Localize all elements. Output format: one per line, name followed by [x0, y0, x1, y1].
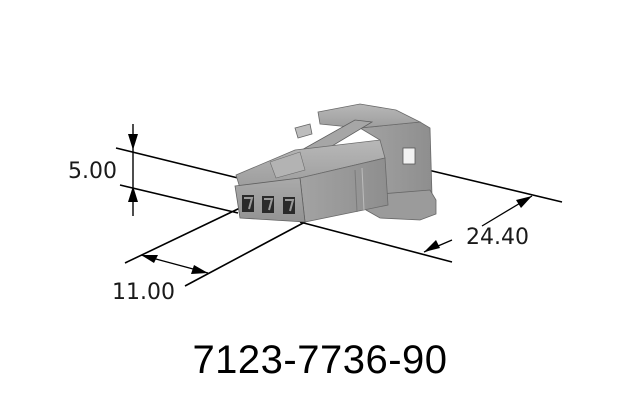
arrow-up-right-icon — [516, 196, 532, 208]
dimension-width: 11.00 — [112, 207, 306, 305]
arrow-down-icon — [128, 134, 138, 150]
dimension-height: 5.00 — [68, 124, 239, 216]
arrow-left-icon — [141, 255, 158, 263]
connector-housing — [234, 103, 437, 223]
arrow-right-icon — [191, 265, 208, 274]
pin-cavity-2 — [262, 196, 274, 213]
arrow-down-left-icon — [424, 240, 440, 252]
arrow-up-icon — [128, 186, 138, 202]
pin-cavities — [242, 195, 295, 214]
dimension-height-label: 5.00 — [68, 159, 117, 184]
dimension-length: 24.40 — [299, 169, 563, 263]
pin-cavity-3 — [283, 197, 295, 214]
part-number: 7123-7736-90 — [192, 338, 448, 382]
pin-cavity-1 — [242, 195, 254, 212]
dimension-length-label: 24.40 — [466, 225, 529, 250]
dimension-width-label: 11.00 — [112, 280, 175, 305]
